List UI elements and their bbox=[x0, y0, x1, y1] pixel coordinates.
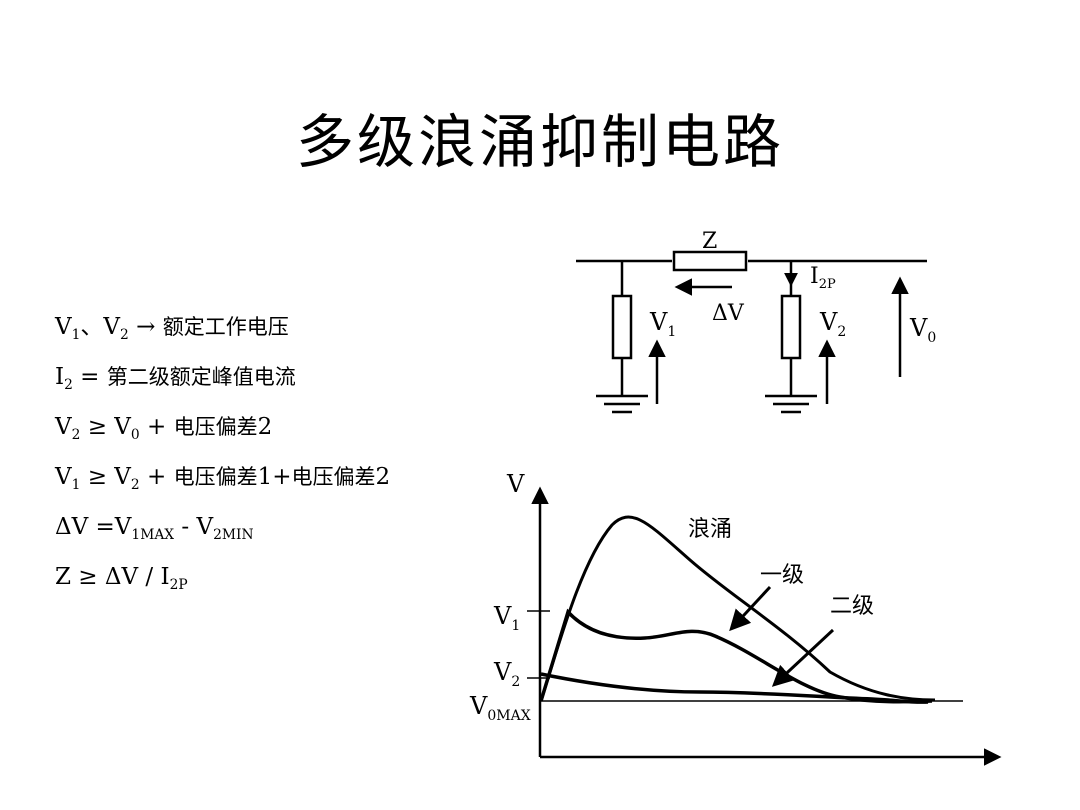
surge-curve bbox=[539, 515, 936, 702]
equation-line: V1 ≥ V2 + 电压偏差1+电压偏差2 bbox=[55, 457, 390, 507]
equation-text: V bbox=[55, 314, 72, 340]
equation-text: → bbox=[128, 314, 163, 340]
v2-label: V2 bbox=[819, 308, 846, 340]
equation-line: I2 = 第二级额定峰值电流 bbox=[55, 357, 390, 407]
equation-text: ΔV =V bbox=[55, 514, 132, 540]
equation-subscript: 2 bbox=[71, 426, 81, 443]
i2p-label: I2P bbox=[810, 264, 836, 292]
suppressor-2 bbox=[780, 294, 802, 360]
equation-subscript: 0 bbox=[130, 426, 140, 443]
surge-label: 浪涌 bbox=[688, 517, 732, 542]
equation-text: 电压偏差 bbox=[291, 465, 376, 489]
impedance-z bbox=[672, 250, 748, 272]
equation-text: + bbox=[139, 414, 174, 440]
graph-v1-label: V1 bbox=[493, 602, 520, 634]
equation-subscript: 2MIN bbox=[213, 526, 254, 543]
equation-text: 1+ bbox=[257, 464, 292, 490]
graph-v0max-label: V0MAX bbox=[469, 692, 531, 724]
equation-subscript: 2 bbox=[64, 376, 73, 393]
ground-symbol-1 bbox=[596, 394, 648, 414]
waveform-graph bbox=[527, 486, 1002, 766]
equation-text: 额定工作电压 bbox=[162, 315, 289, 339]
equation-text: + bbox=[139, 464, 174, 490]
graph-v2-label: V2 bbox=[493, 658, 520, 690]
equation-text: V bbox=[55, 414, 72, 440]
stage1-curve bbox=[539, 608, 933, 704]
stage1-label: 一级 bbox=[760, 563, 804, 588]
equation-subscript: 2 bbox=[120, 326, 129, 343]
equation-text: 第二级额定峰值电流 bbox=[106, 365, 296, 389]
equation-text: I bbox=[55, 364, 65, 390]
equation-text: ≥ V bbox=[80, 464, 131, 490]
equation-text: ≥ V bbox=[80, 414, 131, 440]
equation-text: 电压偏差 bbox=[173, 465, 258, 489]
stage2-curve bbox=[540, 672, 929, 704]
stage2-pointer-arrow bbox=[771, 628, 835, 687]
equation-text: = bbox=[72, 364, 107, 390]
equation-subscript: 1 bbox=[71, 326, 81, 343]
suppressor-1 bbox=[611, 294, 633, 360]
equation-text: V bbox=[55, 464, 72, 490]
equation-subscript: 2P bbox=[169, 576, 188, 593]
equation-subscript: 1 bbox=[71, 476, 81, 493]
slide-title: 多级浪涌抑制电路 bbox=[295, 108, 784, 176]
ground-symbol-2 bbox=[765, 394, 817, 414]
v0-label: V0 bbox=[909, 314, 936, 346]
equation-text: V bbox=[103, 314, 121, 340]
v1-label: V1 bbox=[649, 308, 676, 340]
equation-text: 2 bbox=[257, 414, 273, 440]
equation-text: - V bbox=[174, 514, 214, 540]
graph-axis-v-label: V bbox=[506, 470, 525, 498]
stage2-label: 二级 bbox=[830, 594, 874, 619]
circuit-diagram bbox=[576, 250, 927, 414]
equation-line: V1、V2 → 额定工作电压 bbox=[55, 307, 390, 357]
equation-line: V2 ≥ V0 + 电压偏差2 bbox=[55, 407, 390, 457]
equation-text: Z ≥ ΔV / I bbox=[55, 564, 170, 590]
equation-text: 、 bbox=[80, 314, 104, 340]
equation-line: Z ≥ ΔV / I2P bbox=[55, 557, 390, 607]
equation-text: 2 bbox=[375, 464, 391, 490]
z-label: Z bbox=[702, 229, 717, 254]
equation-subscript: 1MAX bbox=[131, 526, 175, 543]
stage1-pointer-arrow bbox=[729, 585, 772, 632]
equation-line: ΔV =V1MAX - V2MIN bbox=[55, 507, 390, 557]
equation-text: 电压偏差 bbox=[173, 415, 258, 439]
dv-label: ΔV bbox=[712, 301, 745, 326]
equation-subscript: 2 bbox=[130, 476, 140, 493]
